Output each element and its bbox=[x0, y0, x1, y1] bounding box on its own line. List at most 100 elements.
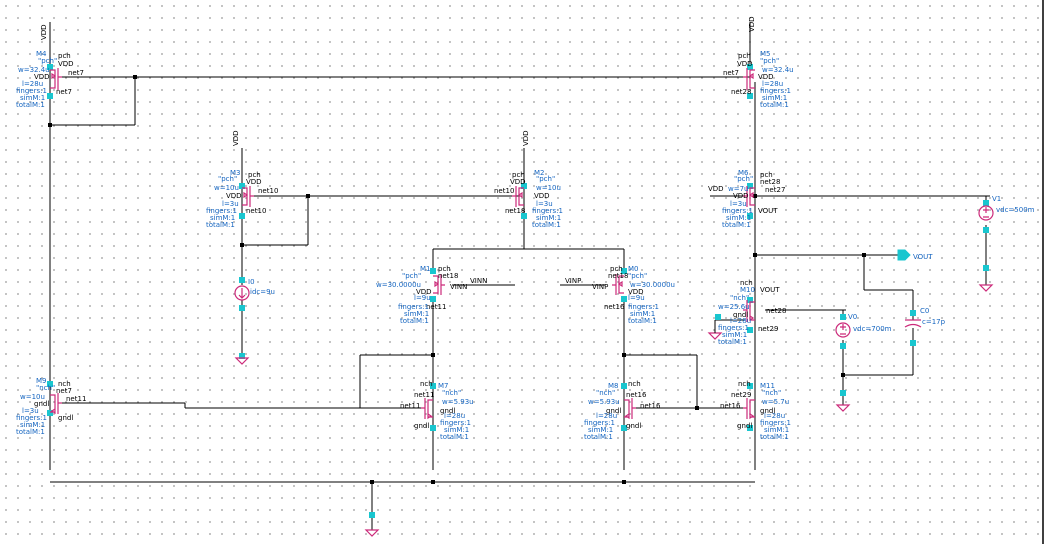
term-label: pch bbox=[738, 52, 751, 60]
param-line: w=5.93u bbox=[588, 398, 620, 406]
current-source-i0[interactable]: I0 idc=9u bbox=[234, 278, 275, 301]
param-line: totalM:1 bbox=[722, 221, 751, 229]
param-line: idc=9u bbox=[250, 288, 275, 296]
device-name: M10 bbox=[740, 286, 755, 294]
param-line: fingers:1 bbox=[16, 87, 47, 95]
param-line: w=30.0000u bbox=[630, 281, 675, 289]
capacitor-c0[interactable]: C0 c=17p bbox=[904, 307, 946, 328]
param-line: fingers:1 bbox=[206, 207, 237, 215]
term-label: net7 bbox=[56, 88, 72, 96]
param-line: simM:1 bbox=[536, 214, 561, 222]
transistor-m3[interactable]: M3 pch VDD VDD net10 net10 "pch" w=10u l… bbox=[206, 169, 278, 229]
param-line: totalM:1 bbox=[584, 433, 613, 441]
param-line: totalM:1 bbox=[206, 221, 235, 229]
transistor-m8[interactable]: M8 nch net16 net16 gndl gndl "nch" w=5.9… bbox=[584, 380, 661, 441]
param-line: "pch" bbox=[628, 272, 647, 280]
param-line: l=3u bbox=[222, 200, 239, 208]
device-name: M3 bbox=[230, 169, 241, 177]
term-label: VDD bbox=[416, 288, 432, 296]
param-line: simM:1 bbox=[588, 426, 613, 434]
device-name: M7 bbox=[438, 382, 449, 390]
device-name: V1 bbox=[992, 195, 1001, 203]
transistor-m0[interactable]: M0 pch net18 VINP VDD net16 "pch" w=30.0… bbox=[592, 265, 675, 325]
device-name: M1 bbox=[420, 265, 431, 273]
ground-symbols bbox=[234, 284, 994, 537]
transistor-m5[interactable]: M5 pch VDD net7 VDD net28 "pch" w=32.4u … bbox=[723, 50, 794, 109]
term-label: nch bbox=[628, 380, 641, 388]
param-line: "pch" bbox=[218, 175, 237, 183]
transistor-m11[interactable]: M11 nch net29 net16 gndl gndl "nch" w=5.… bbox=[720, 380, 791, 441]
term-label: net18 bbox=[438, 272, 458, 280]
transistor-m9[interactable]: M9 nch net7 gndl net11 gndl "nch" w=10u … bbox=[16, 377, 86, 436]
param-line: totalM:1 bbox=[760, 101, 789, 109]
term-label: nch bbox=[738, 380, 751, 388]
device-name: V0 bbox=[848, 313, 857, 321]
term-label: net18 bbox=[608, 272, 628, 280]
param-line: w=25.6u bbox=[718, 303, 750, 311]
transistor-m6[interactable]: M6 pch net28 net27 VDD VOUT VDD "pch" w=… bbox=[708, 169, 785, 229]
param-line: vdc=700m bbox=[853, 325, 892, 333]
vinn-label: VINN bbox=[470, 277, 487, 285]
term-label: net16 bbox=[640, 402, 661, 410]
term-label: VDD bbox=[226, 192, 242, 200]
vdd-label-right: VDD bbox=[748, 16, 756, 32]
param-line: totalM:1 bbox=[760, 433, 789, 441]
param-line: "nch" bbox=[36, 384, 55, 392]
term-label: net29 bbox=[731, 391, 751, 399]
vdd-label-m3: VDD bbox=[232, 130, 240, 146]
term-label: net7 bbox=[68, 69, 84, 77]
term-label: net28 bbox=[760, 178, 780, 186]
device-name: M4 bbox=[36, 50, 47, 58]
term-label: VDD bbox=[733, 192, 749, 200]
param-line: l=9u bbox=[628, 294, 645, 302]
term-label: pch bbox=[438, 265, 451, 273]
term-label: VDD bbox=[628, 288, 644, 296]
param-line: simM:1 bbox=[404, 310, 429, 318]
param-line: fingers:1 bbox=[718, 324, 749, 332]
vout-output-pin[interactable]: VOUT bbox=[897, 249, 933, 261]
device-name: M0 bbox=[628, 265, 639, 273]
param-line: w=5.7u bbox=[762, 398, 789, 406]
term-label: net11 bbox=[426, 303, 446, 311]
transistor-m1[interactable]: M1 pch net18 VINN VDD net11 "pch" w=30.0… bbox=[376, 265, 467, 325]
term-label: VDD bbox=[58, 60, 74, 68]
param-line: "nch" bbox=[762, 389, 781, 397]
transistor-m7[interactable]: M7 nch net11 net11 gndl gndl "nch" w=5.9… bbox=[400, 380, 474, 441]
param-line: fingers:1 bbox=[16, 414, 47, 422]
param-line: w=10u bbox=[536, 184, 561, 192]
transistor-m10[interactable]: M10 VOUT net28 gndl net29 nch "nch" w=25… bbox=[718, 279, 786, 346]
param-line: "nch" bbox=[730, 294, 749, 302]
param-line: l=28u bbox=[596, 412, 617, 420]
term-label: gndl bbox=[733, 311, 748, 319]
term-label: net18 bbox=[505, 207, 525, 215]
term-label: net11 bbox=[66, 395, 86, 403]
device-name: M6 bbox=[738, 169, 749, 177]
param-line: simM:1 bbox=[726, 214, 751, 222]
transistor-m4[interactable]: M4 pch VDD VDD net7 net7 "pch" w=32.4u l… bbox=[16, 50, 84, 109]
device-name: I0 bbox=[248, 278, 255, 286]
term-label: net10 bbox=[258, 187, 278, 195]
param-line: l=3u bbox=[22, 407, 39, 415]
param-line: totalM:1 bbox=[532, 221, 561, 229]
param-line: simM:1 bbox=[444, 426, 469, 434]
term-label: gndl bbox=[414, 422, 429, 430]
param-line: simM:1 bbox=[20, 421, 45, 429]
term-label: pch bbox=[610, 265, 623, 273]
term-label: net16 bbox=[720, 402, 741, 410]
param-line: totalM:1 bbox=[440, 433, 469, 441]
param-line: fingers:1 bbox=[722, 207, 753, 215]
term-label: net11 bbox=[400, 402, 420, 410]
transistor-m2[interactable]: M2 pch VDD net10 VDD net18 "pch" w=10u l… bbox=[494, 169, 563, 229]
device-name: M5 bbox=[760, 50, 771, 58]
voltage-source-v1[interactable]: V1 vdc=500m bbox=[978, 195, 1035, 221]
voltage-source-v0[interactable]: V0 vdc=700m bbox=[835, 313, 892, 338]
term-label: nch bbox=[420, 380, 433, 388]
term-label: gndl bbox=[58, 414, 73, 422]
param-line: w=32.4u bbox=[18, 66, 50, 74]
term-label: VDD bbox=[758, 73, 774, 81]
term-label: net7 bbox=[56, 387, 72, 395]
term-label: nch bbox=[58, 380, 71, 388]
term-label: gndl bbox=[34, 400, 49, 408]
param-line: "pch" bbox=[536, 175, 555, 183]
